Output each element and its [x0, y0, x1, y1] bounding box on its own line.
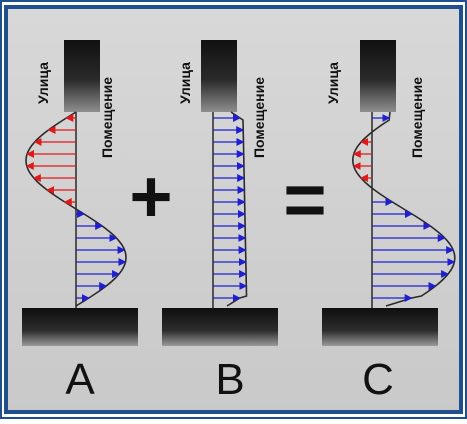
- outside-label: Улица: [35, 62, 51, 104]
- plus-sign: +: [129, 155, 172, 238]
- floor-plate: [22, 308, 138, 346]
- panel-b: Улица Помещение: [162, 40, 278, 346]
- wall-block: [201, 40, 237, 112]
- panel-c: Улица Помещение: [322, 40, 456, 346]
- wall-block: [64, 40, 100, 112]
- outside-label: Улица: [177, 62, 193, 104]
- floor-plate: [322, 308, 438, 346]
- panel-letter-b: B: [215, 355, 244, 404]
- inside-label: Помещение: [409, 77, 425, 158]
- inside-label: Помещение: [251, 77, 267, 158]
- panel-a: Улица Помещение: [22, 40, 138, 346]
- floor-plate: [162, 308, 278, 346]
- equals-sign: =: [283, 158, 326, 241]
- inside-label: Помещение: [99, 77, 115, 158]
- panel-letter-c: C: [362, 355, 394, 404]
- outside-label: Улица: [325, 62, 341, 104]
- wall-block: [360, 40, 396, 112]
- panel-letter-a: A: [65, 355, 95, 404]
